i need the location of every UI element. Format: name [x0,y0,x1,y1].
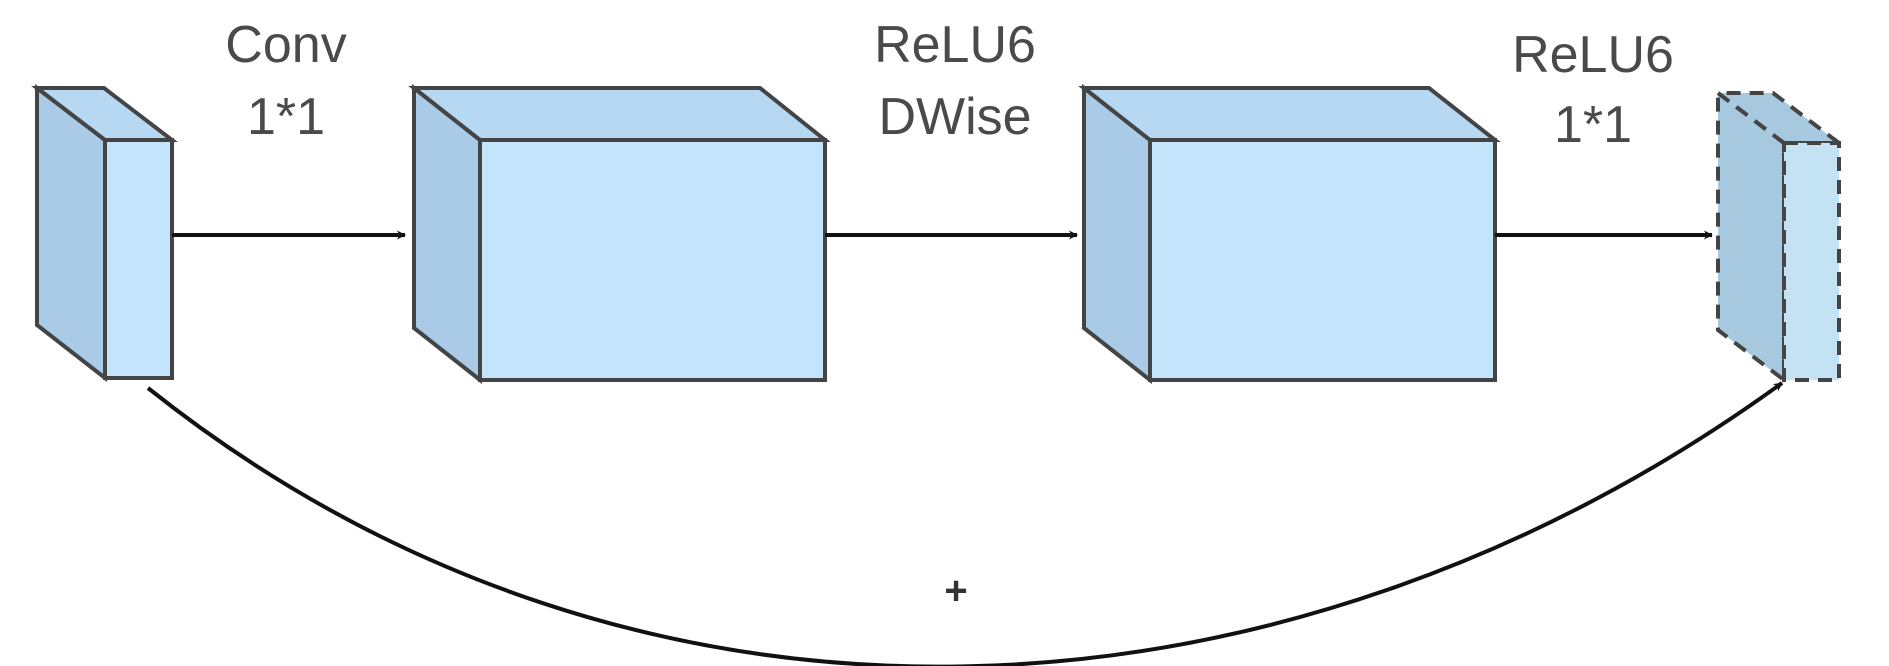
output-block-top [1712,91,1845,145]
output-label-line1: ReLU6 [1512,26,1674,84]
expansion-block-front [478,138,827,382]
depthwise-block-front [1148,138,1497,382]
depthwise-block-top [1078,86,1501,142]
output-block-front [1782,141,1841,382]
conv-label-line1: Conv [225,16,346,74]
skip-plus-sign: + [944,569,967,613]
conv-label-line2: 1*1 [247,88,325,146]
input-block-front [103,138,174,380]
expansion-block [408,83,831,385]
skip-connection-arc [146,381,1784,666]
input-block [31,83,178,383]
dwise-label-line2: DWise [878,88,1031,146]
output-label-line2: 1*1 [1554,96,1632,154]
depthwise-block [1078,83,1501,385]
output-block [1712,88,1845,385]
expansion-block-top [408,86,831,142]
dwise-label-line1: ReLU6 [874,16,1036,74]
